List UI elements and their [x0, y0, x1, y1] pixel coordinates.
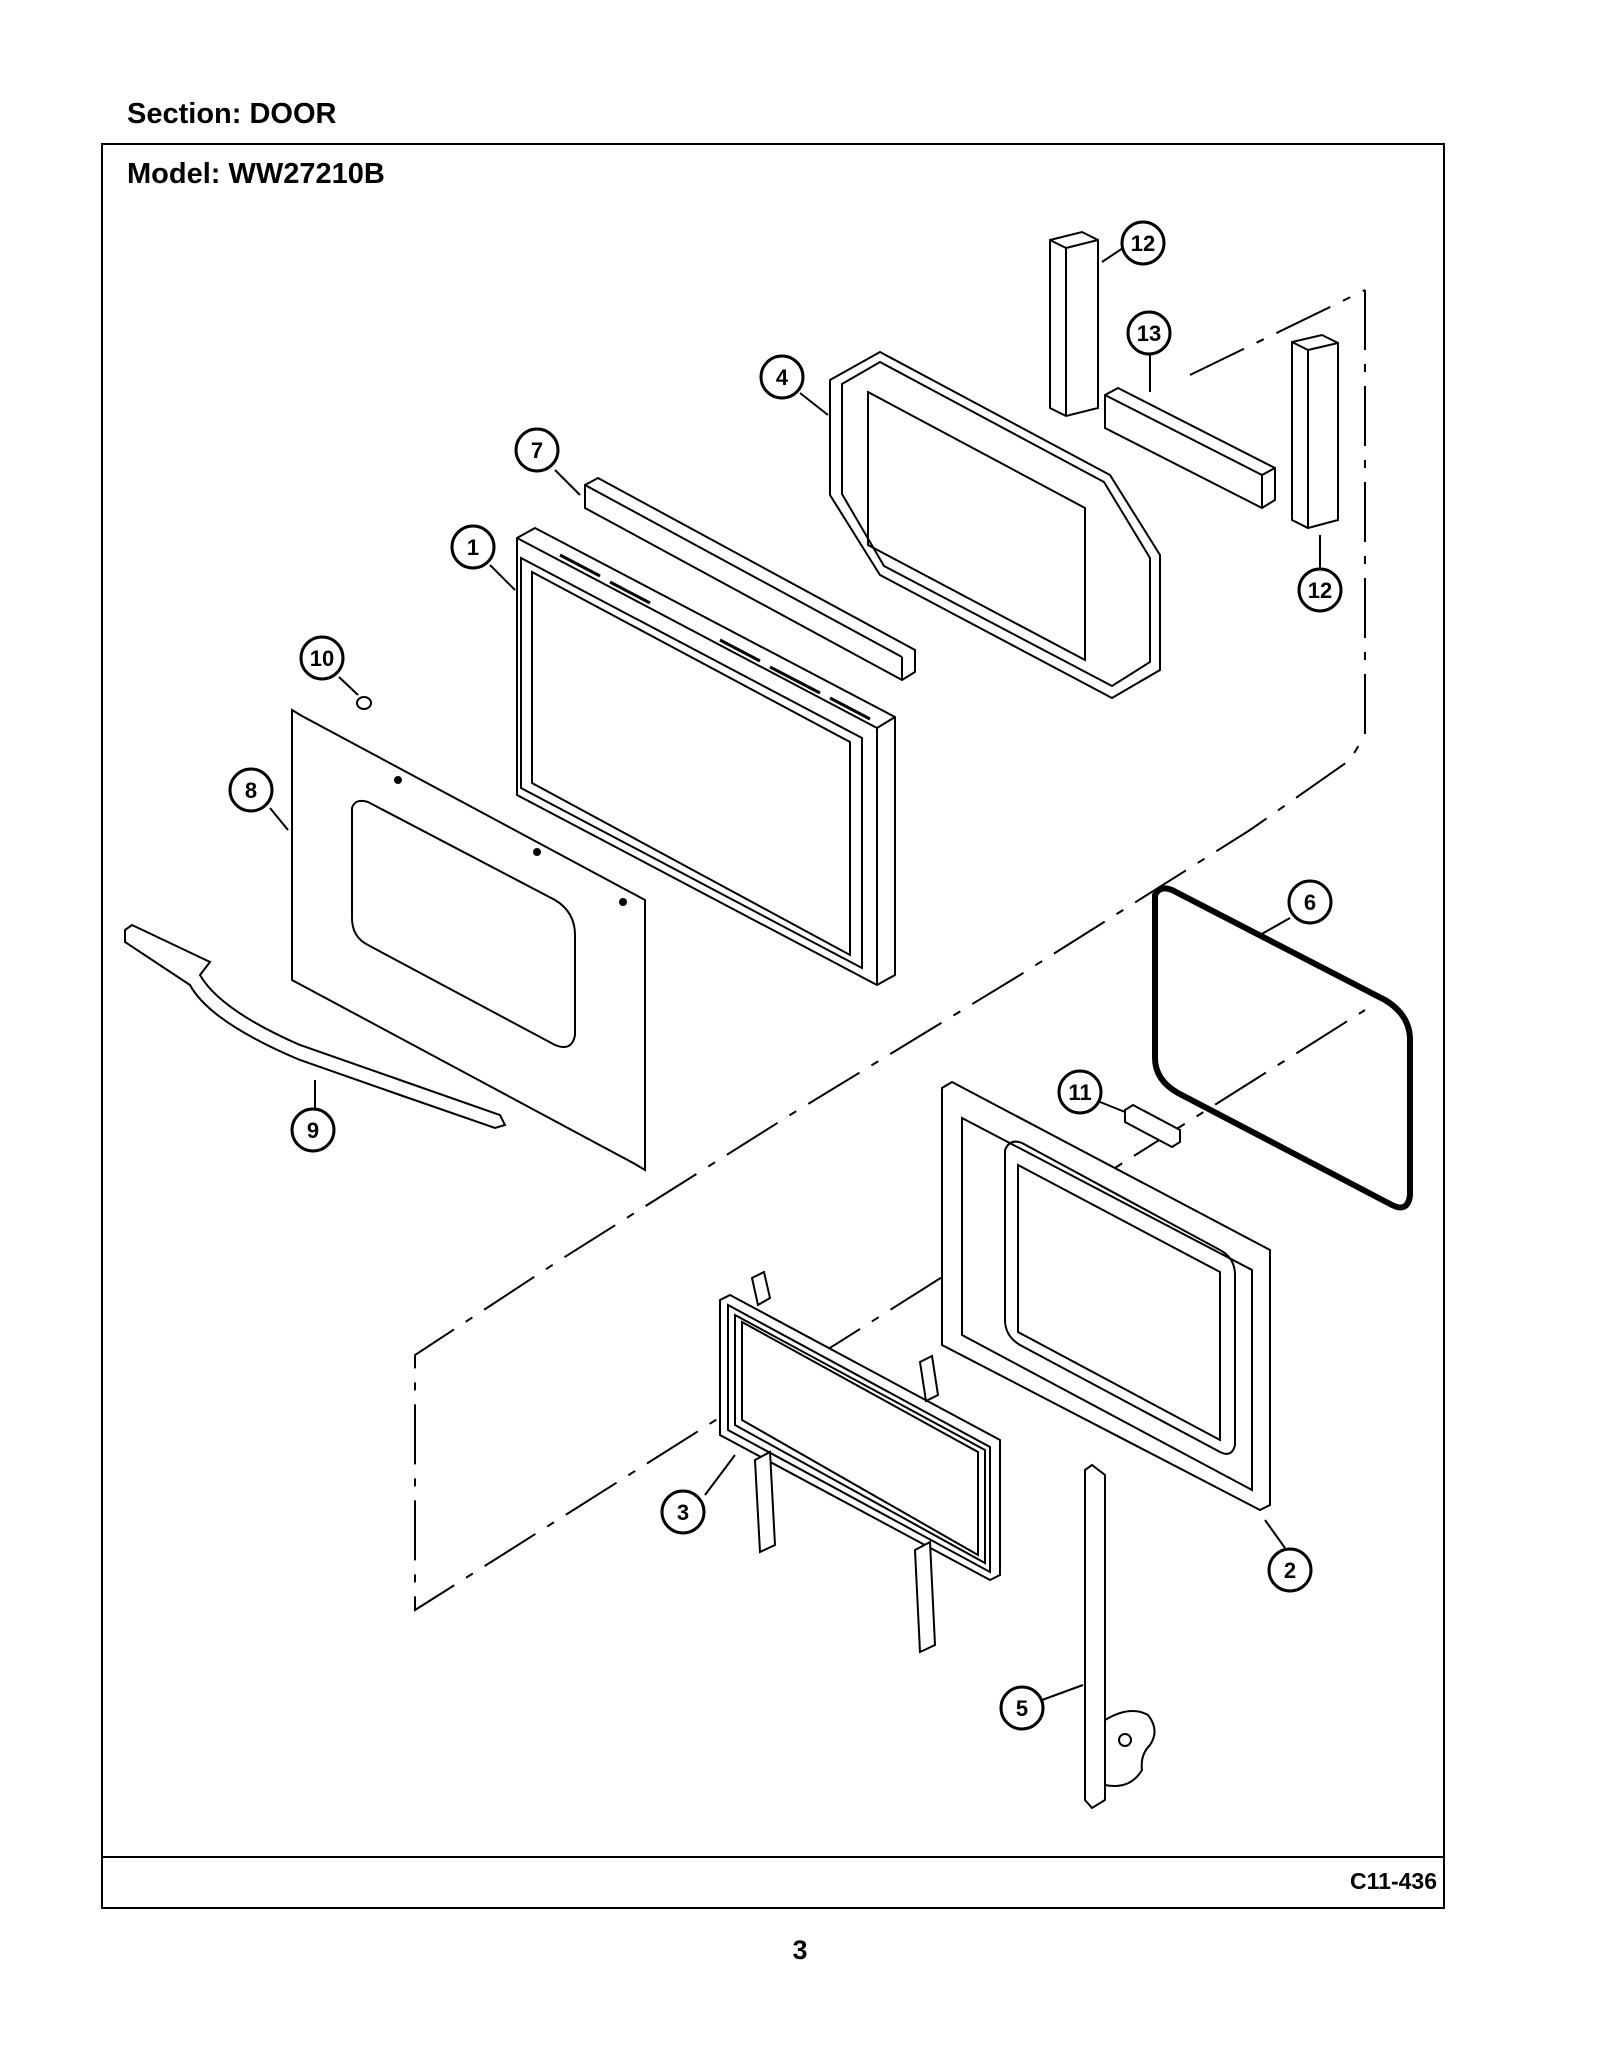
callout-6-circle: [1287, 879, 1333, 925]
leader-6: [1259, 917, 1291, 936]
callout-5: 5: [1016, 1696, 1028, 1721]
callout-8: 8: [245, 778, 257, 803]
leader-4: [799, 392, 829, 416]
part-8-outer-panel: [291, 708, 646, 1172]
callout-2-circle: [1267, 1547, 1313, 1593]
part-3-glass-pack: [719, 1270, 1001, 1654]
vent-slots: [559, 553, 871, 721]
callout-10: 10: [310, 646, 334, 671]
callout-5-circle: [999, 1685, 1045, 1731]
callout-10-circle: [299, 635, 345, 681]
glass-brackets: [750, 1270, 940, 1654]
leader-7: [554, 469, 581, 496]
leader-1: [489, 564, 516, 591]
leader-5: [1041, 1684, 1084, 1701]
callout-3: 3: [677, 1500, 689, 1525]
callout-13-circle: [1126, 310, 1172, 356]
leader-11: [1099, 1101, 1126, 1113]
callout-12a-circle: [1120, 220, 1166, 266]
leader-lines: [269, 245, 1321, 1701]
part-1-door-frame: [516, 526, 896, 987]
part-11-latch: [1124, 1103, 1181, 1149]
plane-top-edge: [1189, 289, 1366, 376]
part-6-gasket: [1152, 885, 1413, 1211]
callout-1-circle: [450, 524, 496, 570]
part-2-inner-liner: [941, 1080, 1271, 1512]
part-9-handle: [124, 923, 507, 1130]
callout-9: 9: [307, 1118, 319, 1143]
callout-2: 2: [1284, 1558, 1296, 1583]
diagram-frame: [101, 143, 1445, 1909]
callouts: [228, 220, 1343, 1731]
callout-labels: 12 13 12 4 7 1 10 8 9 6 11 2 3 5: [245, 231, 1332, 1721]
leader-3: [704, 1454, 736, 1496]
part-12-post-right: [1291, 333, 1339, 530]
part-5-hinge: [1084, 1463, 1156, 1810]
section-title: Section: DOOR: [127, 98, 337, 130]
callout-4: 4: [776, 365, 789, 390]
callout-12b-circle: [1297, 567, 1343, 613]
callout-3-circle: [660, 1489, 706, 1535]
part-10-clip: [356, 696, 372, 710]
footer-divider: [101, 1856, 1445, 1858]
leader-10: [338, 676, 359, 696]
callout-8-circle: [228, 767, 274, 813]
drawing-code: C11-436: [1350, 1868, 1437, 1894]
dashed-plane: [414, 289, 1366, 1612]
callout-11-circle: [1057, 1069, 1103, 1115]
model-title: Model: WW27210B: [127, 158, 385, 190]
leader-2: [1264, 1519, 1286, 1549]
callout-12a: 12: [1131, 231, 1155, 256]
callout-1: 1: [467, 535, 479, 560]
callout-11: 11: [1068, 1080, 1091, 1105]
callout-7-circle: [514, 427, 560, 473]
callout-4-circle: [759, 354, 805, 400]
part-4-window-frame: [829, 350, 1161, 700]
callout-7: 7: [531, 438, 543, 463]
plane-outline: [414, 290, 1366, 1612]
callout-12b: 12: [1308, 578, 1332, 603]
callout-9-circle: [290, 1107, 336, 1153]
part-7-strip: [584, 476, 916, 682]
part-12-post-left: [1049, 230, 1099, 418]
callout-13: 13: [1137, 321, 1161, 346]
part-13-bar: [1104, 386, 1276, 510]
callout-6: 6: [1304, 890, 1316, 915]
leader-8: [269, 807, 289, 831]
page-number: 3: [792, 1935, 808, 1965]
